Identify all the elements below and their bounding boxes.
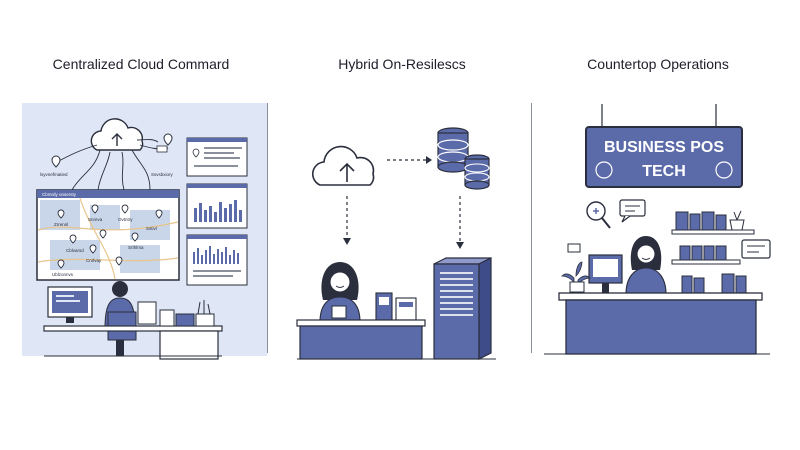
card-reader [395,297,417,321]
panel-countertop: BUSINESS POS TECH [544,104,771,355]
database-icon [437,127,469,173]
business-sign: BUSINESS POS TECH [585,126,743,188]
map-label: Ovtntry [118,217,133,222]
dashboard-panel-top [186,137,248,177]
map-screen: Cbmrdy onsersty [36,189,180,281]
plant-icon [733,210,742,221]
operator-desk [43,281,223,360]
map-pins [57,204,163,269]
staff-worker [319,262,361,323]
cashier-worker [625,236,667,295]
desk-top [296,319,426,327]
map-roads [37,197,179,280]
plant-icon [197,300,211,315]
operator-head [112,281,128,297]
panel-centralized: lsyvnefmatied Ssvsbxiory Cbmrdy onsersty [22,103,267,360]
people-icon [595,161,613,179]
sign-line-1: BUSINESS POS [604,139,724,156]
map-label: Ublzonnvs [52,272,74,277]
panel-title-countertop: Countertop Operations [587,56,729,72]
sign-line-2: TECH [642,163,686,180]
map-label: Cnrlvay [86,258,102,263]
map-label: Snreva [88,217,103,222]
node-label-left: lsyvnefmatied [40,172,68,177]
cloud-upload-icon [311,145,375,186]
cloud-upload-icon [90,118,144,151]
panel-hybrid [296,127,496,360]
panel-divider-left [267,103,268,353]
pos-monitor [567,243,623,293]
panel-title-centralized: Centralized Cloud Commard [52,56,230,72]
desk-front [299,325,423,360]
chat-bubble-icon [619,199,646,223]
bar-chart-icon [194,200,242,222]
map-label: Srthlma [128,245,144,250]
map-label: Cblvarsd [66,248,84,253]
dashboard-panel-middle [186,183,248,229]
map-header: Cbmrdy onsersty [42,192,77,197]
bar-chart-icon [193,246,239,264]
chat-bubble-icon [156,145,168,153]
panel-title-hybrid: Hybrid On-Resilescs [338,56,466,72]
plant-icon [561,261,591,293]
dashboard-panel-bottom [186,234,248,286]
node-label-right: Ssvsbxiory [151,172,174,177]
counter-front [565,299,757,355]
chat-bubble-icon [741,239,771,259]
location-pin-icon [51,155,61,168]
counter-top [558,292,763,301]
price-tag-icon [567,243,581,253]
database-icon-small [464,154,490,190]
product-shelves [671,210,755,295]
location-pin-icon [163,133,173,146]
server-tower-icon [433,257,492,360]
globe-icon [715,161,733,179]
map-label: Zrrennl [54,222,68,227]
map-label: Sstivl [146,226,157,231]
tablet-icon [331,305,347,319]
magnifier-icon [586,201,611,229]
panel-divider-right [531,103,532,353]
